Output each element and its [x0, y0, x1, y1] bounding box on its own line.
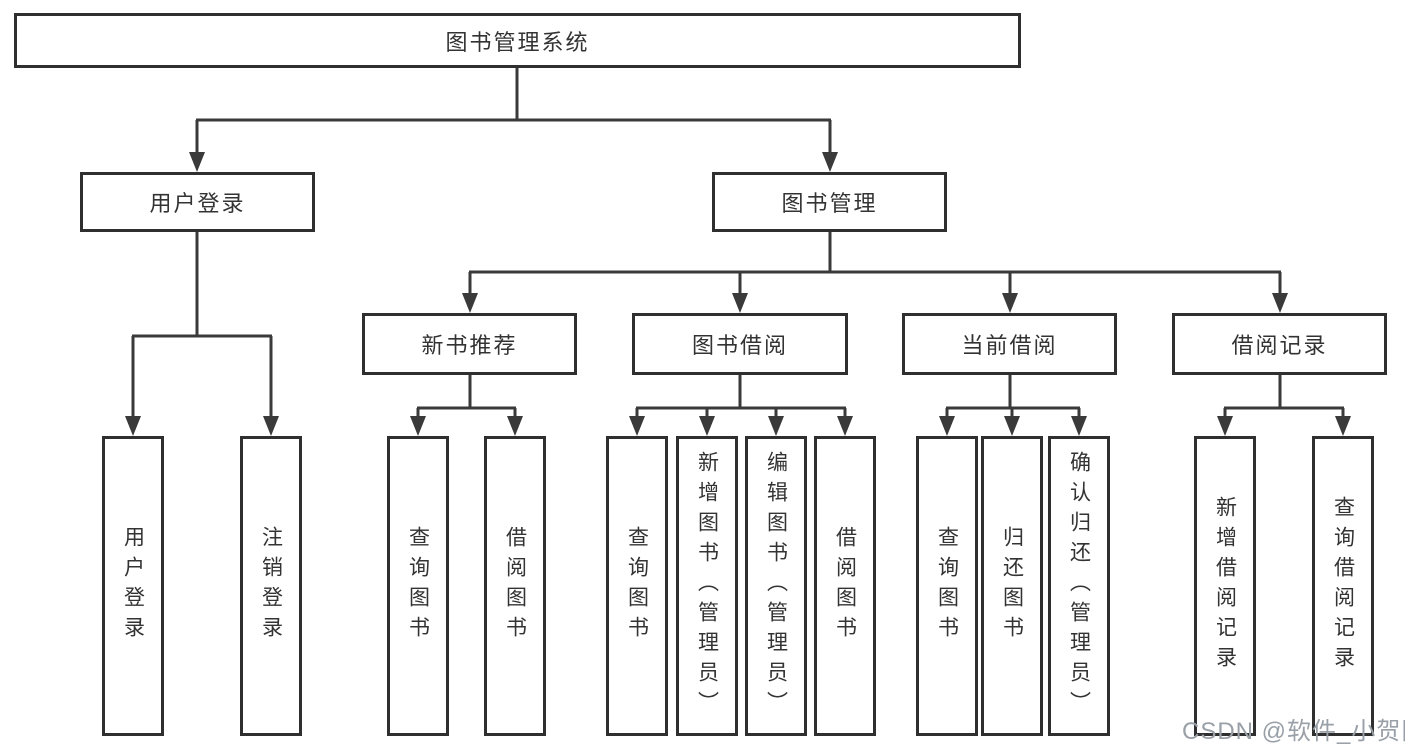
- watermark: CSDN @软件_小贺同学: [1182, 718, 1405, 745]
- leaf-records-query: 查询借阅记录: [1312, 436, 1374, 736]
- leaf-label: 归还图书: [1000, 526, 1024, 646]
- arrowhead-icons: [125, 152, 1351, 436]
- connector-root-to-level2: [195, 68, 832, 154]
- connector-book-mgmt-children: [468, 232, 1282, 295]
- leaf-borrow-add-admin: 新增图书（管理员）: [676, 436, 738, 736]
- leaf-label: 借阅图书: [833, 526, 857, 646]
- leaf-label: 新增借阅记录: [1213, 496, 1237, 676]
- connector-current-borrow-children: [945, 375, 1081, 419]
- leaf-label: 确认归还（管理员）: [1067, 451, 1091, 721]
- node-book-borrow: 图书借阅: [632, 313, 848, 375]
- leaf-label: 用户登录: [121, 526, 145, 646]
- leaf-current-query: 查询图书: [916, 436, 978, 736]
- leaf-label: 新增图书（管理员）: [695, 451, 719, 721]
- leaf-label: 查询图书: [935, 526, 959, 646]
- leaf-label: 查询图书: [406, 526, 430, 646]
- leaf-label: 查询借阅记录: [1331, 496, 1355, 676]
- leaf-newbooks-query: 查询图书: [387, 436, 449, 736]
- connector-new-books-children: [416, 375, 517, 419]
- connector-borrow-records-children: [1223, 375, 1345, 419]
- leaf-borrow-borrow: 借阅图书: [814, 436, 876, 736]
- leaf-records-add: 新增借阅记录: [1194, 436, 1256, 736]
- leaf-label: 编辑图书（管理员）: [764, 451, 788, 721]
- node-borrow-records: 借阅记录: [1172, 313, 1387, 375]
- leaf-current-confirm-admin: 确认归还（管理员）: [1048, 436, 1110, 736]
- connector-user-login-children: [131, 232, 273, 418]
- node-book-mgmt: 图书管理: [712, 172, 947, 232]
- node-user-login: 用户登录: [80, 172, 315, 232]
- leaf-current-return: 归还图书: [981, 436, 1043, 736]
- leaf-borrow-query: 查询图书: [606, 436, 668, 736]
- leaf-label: 注销登录: [259, 526, 283, 646]
- leaf-user-login: 用户登录: [102, 436, 164, 736]
- connector-book-borrow-children: [635, 375, 847, 419]
- leaf-borrow-edit-admin: 编辑图书（管理员）: [745, 436, 807, 736]
- leaf-logout: 注销登录: [240, 436, 302, 736]
- node-new-books: 新书推荐: [362, 313, 577, 375]
- node-current-borrow: 当前借阅: [902, 313, 1117, 375]
- leaf-label: 查询图书: [625, 526, 649, 646]
- leaf-newbooks-borrow: 借阅图书: [484, 436, 546, 736]
- node-root: 图书管理系统: [14, 13, 1021, 68]
- leaf-label: 借阅图书: [503, 526, 527, 646]
